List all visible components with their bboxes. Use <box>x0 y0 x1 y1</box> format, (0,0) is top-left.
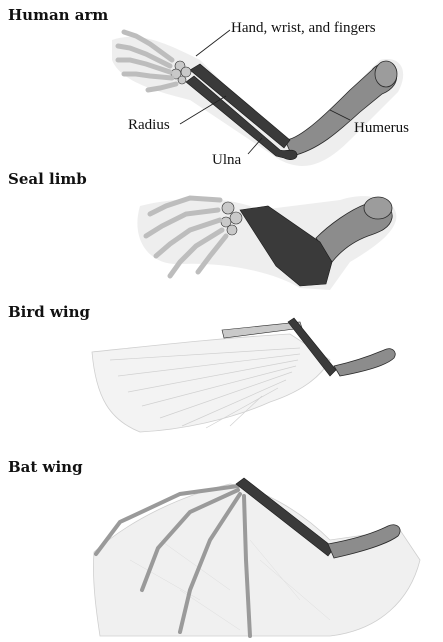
bat-wing-membrane <box>93 484 420 636</box>
